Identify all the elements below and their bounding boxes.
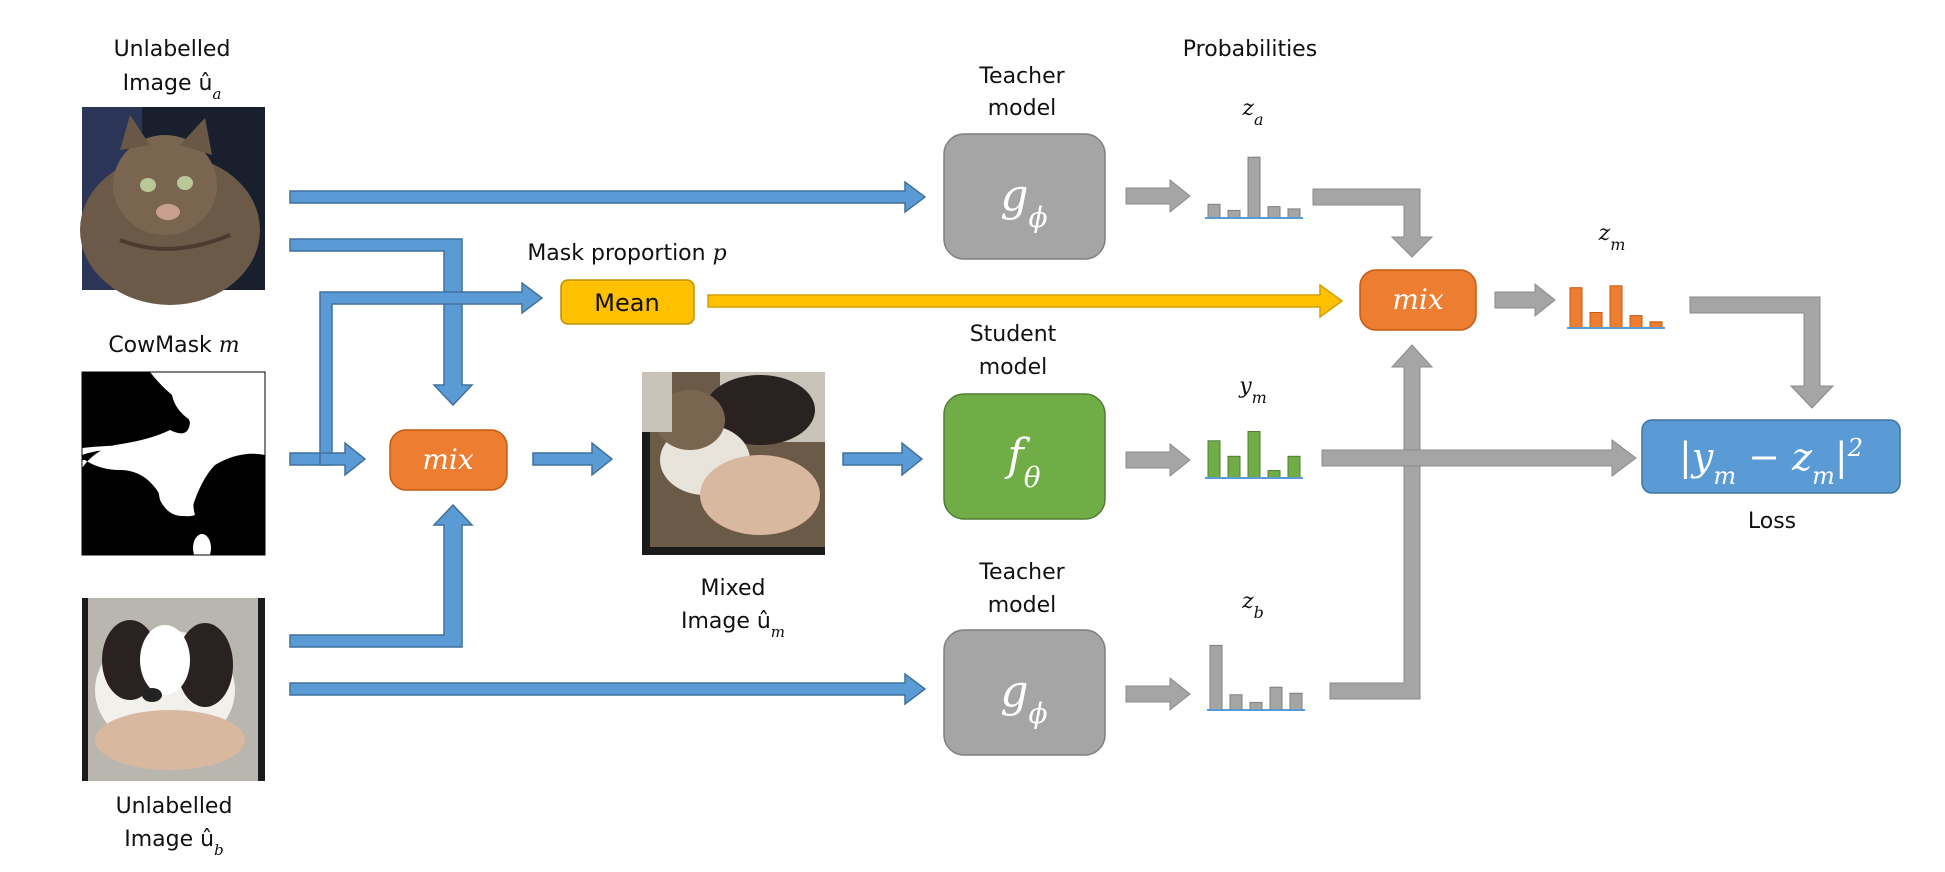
hist-bar-y-m-4 — [1287, 455, 1301, 479]
image-a-cat — [80, 107, 265, 305]
student-label-line1: Student — [970, 322, 1057, 347]
hist-bar-z-a-2 — [1247, 156, 1261, 219]
hist-bar-z-m-2 — [1609, 285, 1623, 329]
mixed-label-line2: Image ûm — [681, 609, 785, 641]
image-a-label-line1: Unlabelled — [114, 37, 231, 62]
arrow-mixed-to-student — [842, 441, 924, 477]
arrow-ym-to-loss — [1321, 439, 1637, 477]
arrow-teacher-bottom-to-zb — [1125, 676, 1191, 712]
hist-bar-y-m-2 — [1247, 431, 1261, 479]
histogram-z-m — [1567, 285, 1665, 329]
mix-left-text: mix — [422, 443, 474, 476]
hist-bar-z-m-3 — [1629, 315, 1643, 329]
arrow-zm-to-loss — [1689, 296, 1835, 409]
teacher-bottom-label-line1: Teacher — [978, 560, 1065, 585]
arrow-mean-to-mix — [707, 283, 1344, 319]
cowmask-image — [81, 371, 266, 562]
hist-bar-z-m-1 — [1589, 312, 1603, 329]
mean-box: Mean — [560, 279, 695, 325]
mix-box-left: mix — [389, 429, 508, 491]
hist-bar-z-b-0 — [1209, 644, 1223, 711]
mix-box-right: mix — [1359, 269, 1477, 331]
z-m-label: zm — [1598, 221, 1626, 254]
hist-bar-z-a-1 — [1227, 209, 1241, 219]
arrow-mix-to-zm — [1494, 282, 1556, 318]
hist-bar-y-m-0 — [1207, 440, 1221, 479]
loss-label: Loss — [1748, 509, 1796, 534]
hist-bar-z-b-2 — [1249, 701, 1263, 711]
probabilities-label: Probabilities — [1183, 37, 1317, 62]
hist-bar-z-a-4 — [1287, 208, 1301, 219]
hist-bar-y-m-3 — [1267, 470, 1281, 479]
image-b-puppy — [82, 598, 265, 781]
image-b-label-line1: Unlabelled — [116, 794, 233, 819]
arrow-student-to-ym — [1125, 442, 1191, 478]
arrow-a-to-teacher — [289, 180, 927, 214]
hist-bar-z-m-0 — [1569, 287, 1583, 329]
arrow-b-to-mix — [289, 503, 474, 648]
arrow-b-to-teacher — [289, 672, 927, 706]
hist-bar-z-b-4 — [1289, 692, 1303, 711]
image-a-label-line2: Image ûa — [123, 71, 222, 103]
image-b-label-line2: Image ûb — [124, 827, 223, 859]
arrow-a-to-mix — [289, 238, 474, 407]
teacher-top-label-line1: Teacher — [978, 64, 1065, 89]
cowmask-label: CowMask m — [108, 333, 239, 358]
arrow-mix-to-mixed — [532, 441, 614, 477]
hist-bar-z-a-3 — [1267, 206, 1281, 219]
arrow-teacher-top-to-za — [1125, 178, 1191, 214]
hist-bar-z-b-3 — [1269, 686, 1283, 711]
mixed-label-line1: Mixed — [701, 576, 766, 601]
histogram-y-m — [1205, 431, 1303, 479]
g-phi-top: gϕ — [1000, 170, 1047, 234]
histogram-z-b — [1207, 644, 1305, 711]
mix-right-text: mix — [1392, 283, 1444, 316]
hist-bar-z-b-1 — [1229, 694, 1243, 711]
loss-box: |ym − zm|2 — [1641, 419, 1901, 494]
teacher-model-bottom: gϕ — [943, 629, 1106, 756]
teacher-bottom-label-line2: model — [988, 593, 1057, 618]
mask-proportion-label: Mask proportion p — [527, 241, 726, 266]
histogram-z-a — [1205, 156, 1303, 219]
mixed-image — [642, 372, 825, 555]
teacher-top-label-line2: model — [988, 96, 1057, 121]
arrow-zb-to-mix — [1329, 344, 1434, 700]
g-phi-bottom: gϕ — [1000, 666, 1047, 730]
hist-bar-y-m-1 — [1227, 455, 1241, 479]
z-a-label: za — [1241, 96, 1263, 129]
loss-formula: |ym − zm|2 — [1679, 434, 1863, 490]
teacher-model-top: gϕ — [943, 133, 1106, 260]
y-m-label: ym — [1238, 374, 1267, 407]
z-b-label: zb — [1241, 589, 1264, 622]
student-label-line2: model — [979, 355, 1048, 380]
arrow-za-to-mix — [1312, 188, 1434, 258]
arrow-mask-to-mix — [319, 441, 367, 477]
mean-text: Mean — [594, 289, 659, 317]
hist-bar-z-a-0 — [1207, 203, 1221, 219]
student-model: fθ — [943, 393, 1106, 520]
